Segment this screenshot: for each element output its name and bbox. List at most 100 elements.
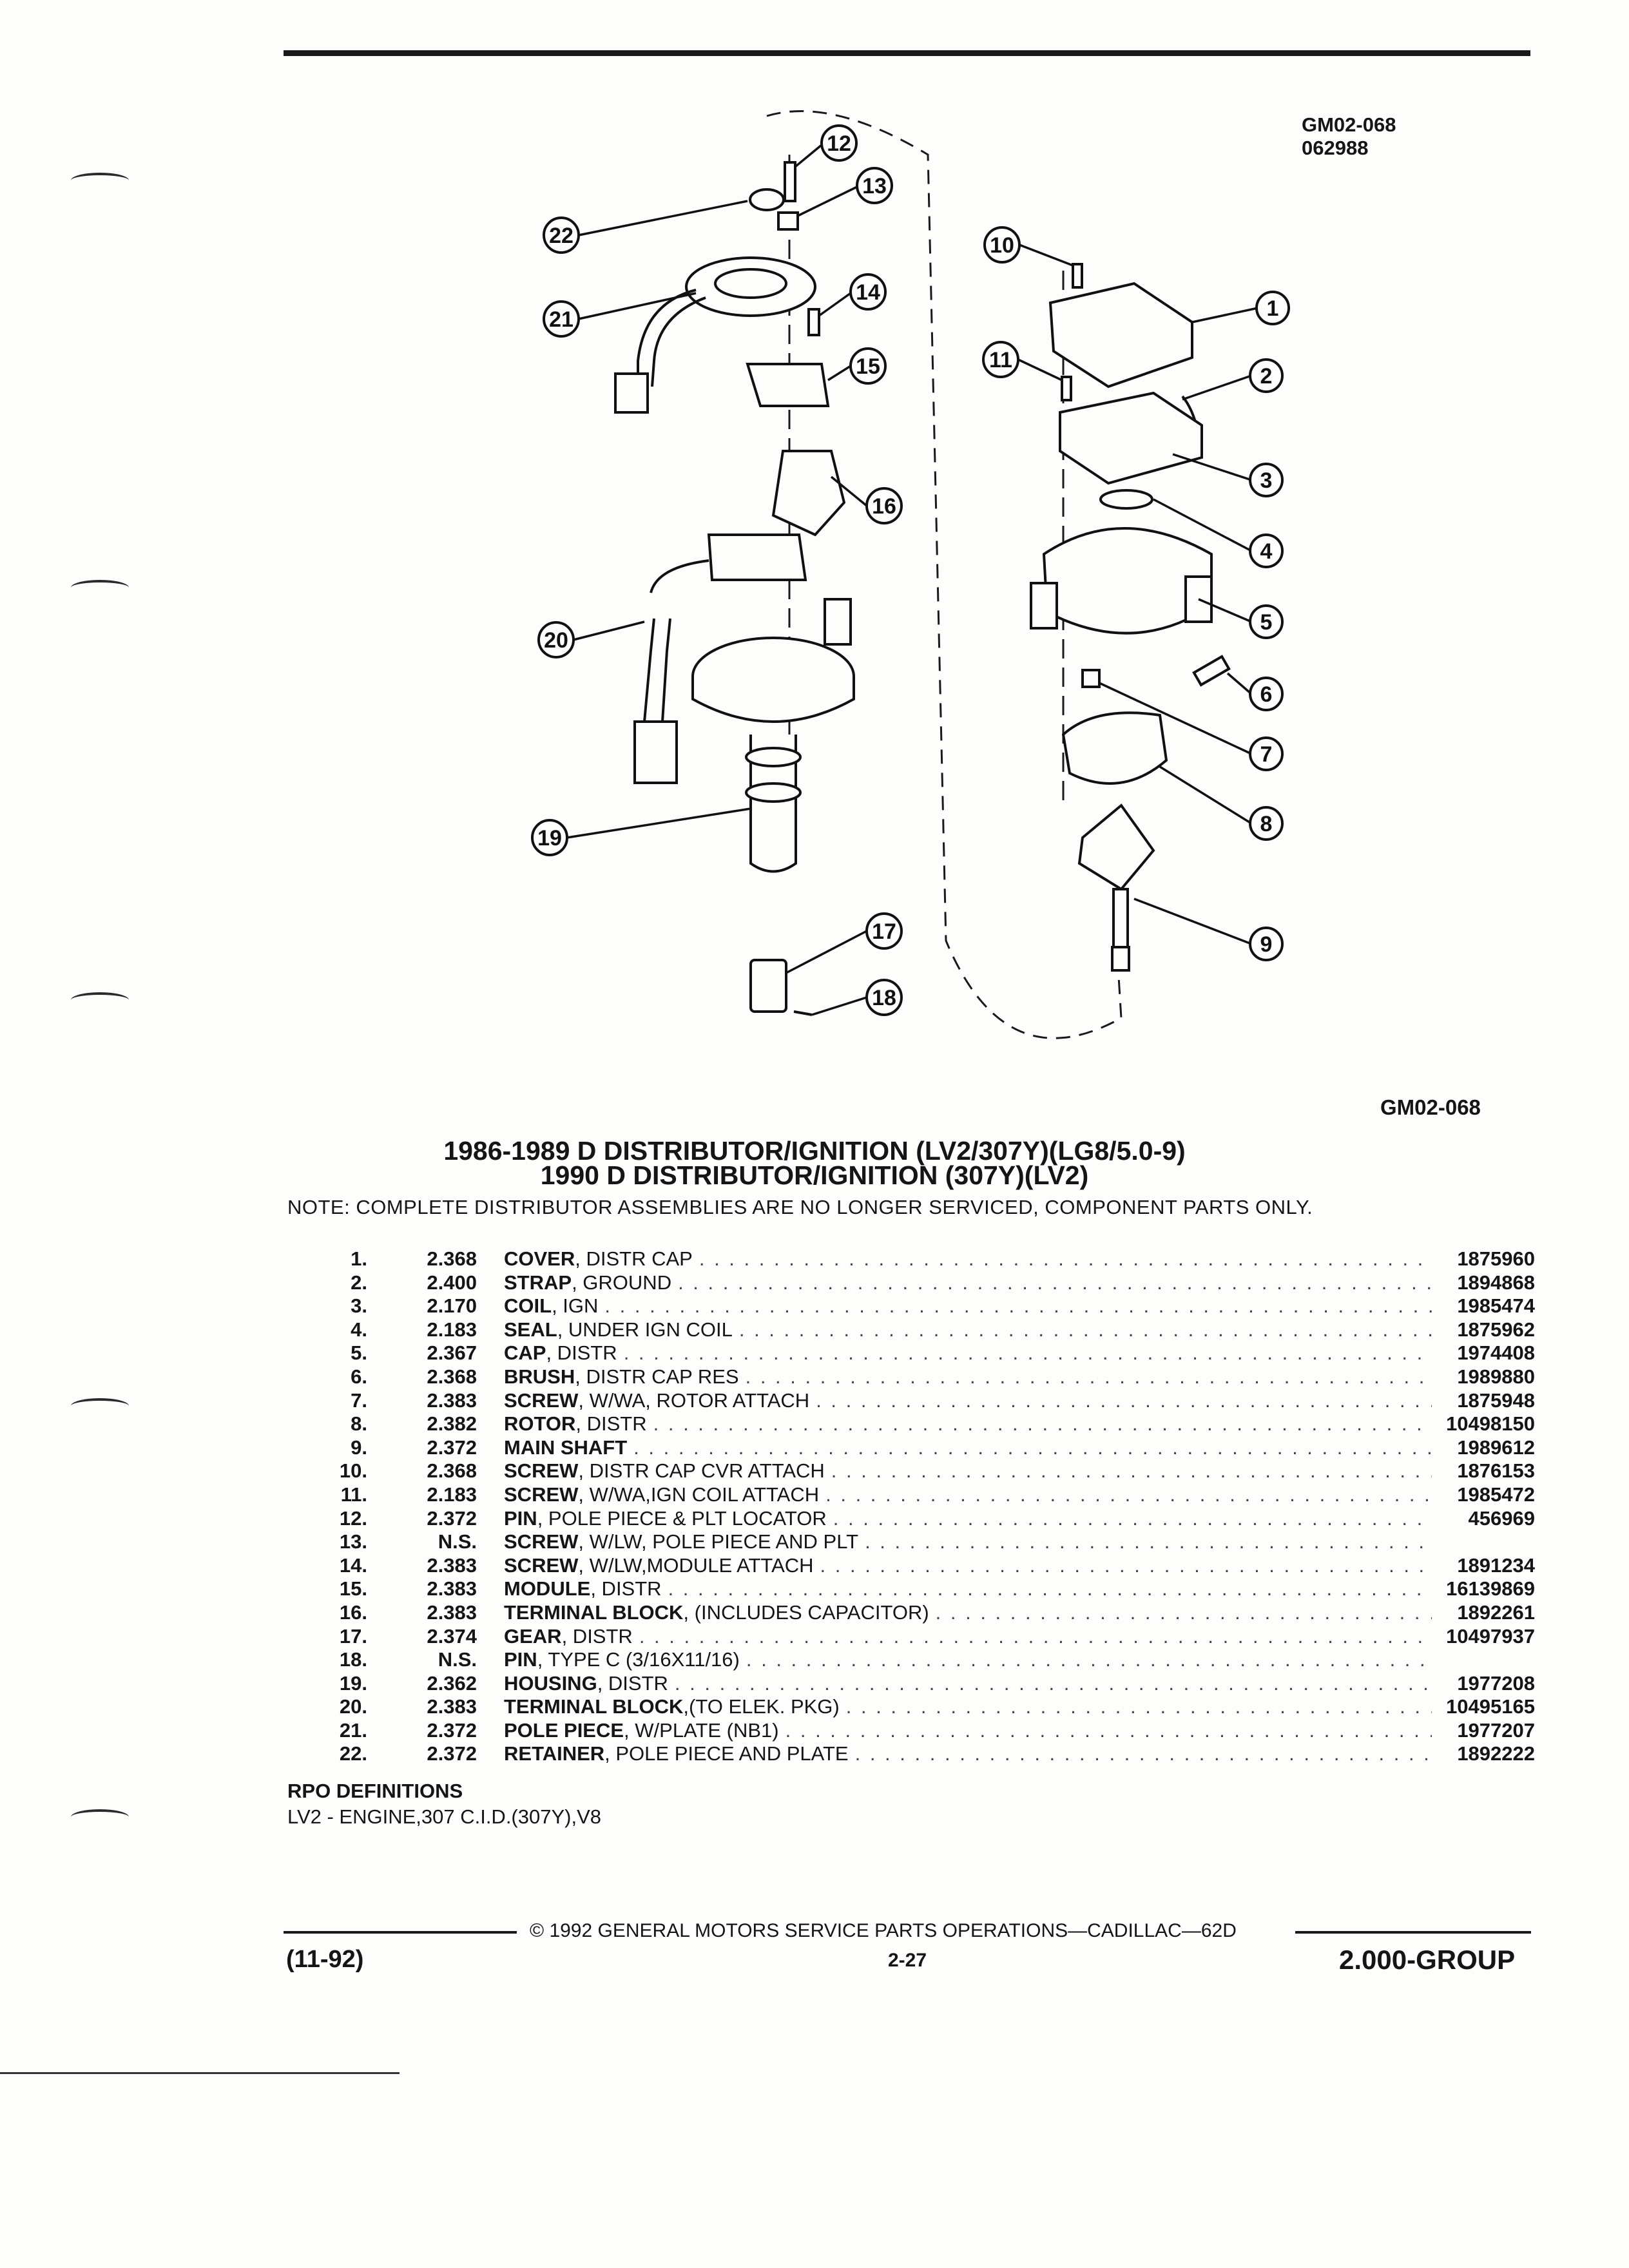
callout-13: 13 bbox=[856, 167, 893, 204]
part-group-number: 2.183 bbox=[427, 1483, 477, 1506]
part-qualifier: , W/WA,IGN COIL ATTACH bbox=[578, 1483, 820, 1506]
parts-row: 18.N.S.PIN , TYPE C (3/16X11/16) bbox=[316, 1648, 1535, 1672]
part-item-number: 18. bbox=[339, 1648, 367, 1671]
part-item-number: 6. bbox=[351, 1365, 367, 1388]
part-description: GEAR , DISTR10497937 bbox=[504, 1625, 1535, 1648]
part-description: ROTOR , DISTR10498150 bbox=[504, 1412, 1535, 1436]
part-number: 16139869 bbox=[1446, 1577, 1535, 1600]
binder-hole-mark bbox=[71, 173, 129, 188]
figure-date-code: 062988 bbox=[1302, 137, 1369, 159]
part-number: 10498150 bbox=[1446, 1412, 1535, 1436]
part-name: PIN bbox=[504, 1506, 537, 1530]
pole-piece-connector bbox=[614, 372, 649, 414]
main-shaft-tip bbox=[1111, 946, 1130, 972]
callout-1: 1 bbox=[1255, 291, 1290, 325]
part-qualifier: , GROUND bbox=[572, 1271, 672, 1294]
part-description: POLE PIECE , W/PLATE (NB1)1977207 bbox=[504, 1719, 1535, 1742]
gear-pin bbox=[793, 1010, 813, 1016]
callout-9: 9 bbox=[1249, 927, 1284, 961]
part-number: 1875960 bbox=[1457, 1247, 1535, 1270]
part-number: 1985472 bbox=[1457, 1483, 1535, 1506]
part-description: SCREW , W/LW, POLE PIECE AND PLT bbox=[504, 1530, 1535, 1553]
part-name: CAP bbox=[504, 1341, 546, 1365]
part-group-number: 2.383 bbox=[427, 1577, 477, 1600]
leader-dots bbox=[831, 1459, 1432, 1483]
locator-pin bbox=[784, 161, 796, 202]
part-item-number: 1. bbox=[351, 1247, 367, 1270]
part-item-number: 20. bbox=[339, 1695, 367, 1718]
part-qualifier: , POLE PIECE AND PLATE bbox=[604, 1742, 849, 1765]
part-qualifier: , POLE PIECE & PLT LOCATOR bbox=[537, 1506, 827, 1530]
footer-page-number: 2-27 bbox=[888, 1950, 927, 1971]
part-group-number: 2.368 bbox=[427, 1459, 477, 1483]
terminal-wires bbox=[650, 559, 709, 593]
part-group-number: N.S. bbox=[438, 1530, 477, 1553]
leader-dots bbox=[833, 1507, 1432, 1530]
callout-8-label: 8 bbox=[1260, 812, 1273, 836]
callout-5-label: 5 bbox=[1260, 610, 1273, 635]
part-description: COVER , DISTR CAP1875960 bbox=[504, 1247, 1535, 1271]
callout-14-label: 14 bbox=[856, 280, 880, 305]
right-stack-parts bbox=[1030, 263, 1231, 972]
leader-dots bbox=[668, 1577, 1432, 1600]
part-item-number: 14. bbox=[339, 1553, 367, 1577]
part-description: MODULE , DISTR16139869 bbox=[504, 1577, 1535, 1600]
part-name: SCREW bbox=[504, 1530, 579, 1553]
leader-dots bbox=[746, 1648, 1432, 1671]
callout-9-label: 9 bbox=[1260, 932, 1273, 957]
part-qualifier: , DISTR CAP bbox=[575, 1247, 693, 1270]
part-description: BRUSH , DISTR CAP RES1989880 bbox=[504, 1365, 1535, 1389]
footer-rule-left bbox=[284, 1931, 517, 1934]
service-note: NOTE: COMPLETE DISTRIBUTOR ASSEMBLIES AR… bbox=[287, 1196, 1313, 1218]
leader-dots bbox=[865, 1530, 1432, 1553]
module bbox=[746, 363, 830, 407]
leader-dots bbox=[825, 1483, 1432, 1506]
part-description: MAIN SHAFT1989612 bbox=[504, 1436, 1535, 1459]
part-group-number: 2.374 bbox=[427, 1624, 477, 1648]
callout-5: 5 bbox=[1249, 604, 1284, 639]
part-group-number: 2.368 bbox=[427, 1247, 477, 1270]
part-group-number: 2.362 bbox=[427, 1671, 477, 1695]
leader-dots bbox=[604, 1294, 1432, 1318]
pole-piece-wire bbox=[651, 296, 706, 387]
part-description: SCREW , W/LW,MODULE ATTACH1891234 bbox=[504, 1554, 1535, 1577]
part-item-number: 22. bbox=[339, 1742, 367, 1765]
retainer-ring bbox=[749, 188, 785, 211]
part-item-number: 4. bbox=[351, 1318, 367, 1341]
callout-20-label: 20 bbox=[544, 628, 568, 653]
leader-dots bbox=[855, 1742, 1432, 1765]
part-qualifier: , DISTR bbox=[546, 1341, 617, 1365]
figure-code-bottom: GM02-068 bbox=[1380, 1095, 1481, 1119]
callout-14: 14 bbox=[849, 273, 887, 311]
part-number: 1894868 bbox=[1457, 1271, 1535, 1294]
callout-19-label: 19 bbox=[537, 826, 562, 850]
callout-leaders bbox=[566, 144, 1258, 1016]
part-qualifier: , DISTR bbox=[597, 1671, 668, 1695]
part-name: HOUSING bbox=[504, 1671, 597, 1695]
callout-1-label: 1 bbox=[1267, 296, 1279, 321]
leader-dots bbox=[746, 1365, 1432, 1389]
pole-piece-center bbox=[714, 268, 787, 299]
part-name: STRAP bbox=[504, 1271, 572, 1294]
callout-11: 11 bbox=[982, 341, 1019, 378]
callout-6-label: 6 bbox=[1260, 682, 1273, 707]
callout-18-label: 18 bbox=[872, 986, 896, 1010]
part-group-number: 2.372 bbox=[427, 1506, 477, 1530]
part-item-number: 19. bbox=[339, 1671, 367, 1695]
leader-dots bbox=[675, 1672, 1432, 1695]
part-group-number: 2.400 bbox=[427, 1271, 477, 1294]
part-qualifier: , W/WA, ROTOR ATTACH bbox=[578, 1389, 810, 1412]
terminal-wires bbox=[643, 618, 655, 722]
terminal-block-elek bbox=[707, 533, 807, 581]
callout-18: 18 bbox=[865, 979, 903, 1016]
part-number: 1989612 bbox=[1457, 1436, 1535, 1459]
part-qualifier: , DISTR bbox=[561, 1624, 633, 1648]
part-description: SCREW , W/WA, ROTOR ATTACH1875948 bbox=[504, 1389, 1535, 1412]
leader-dots bbox=[624, 1341, 1432, 1365]
callout-4-label: 4 bbox=[1260, 539, 1273, 564]
part-item-number: 9. bbox=[351, 1436, 367, 1459]
